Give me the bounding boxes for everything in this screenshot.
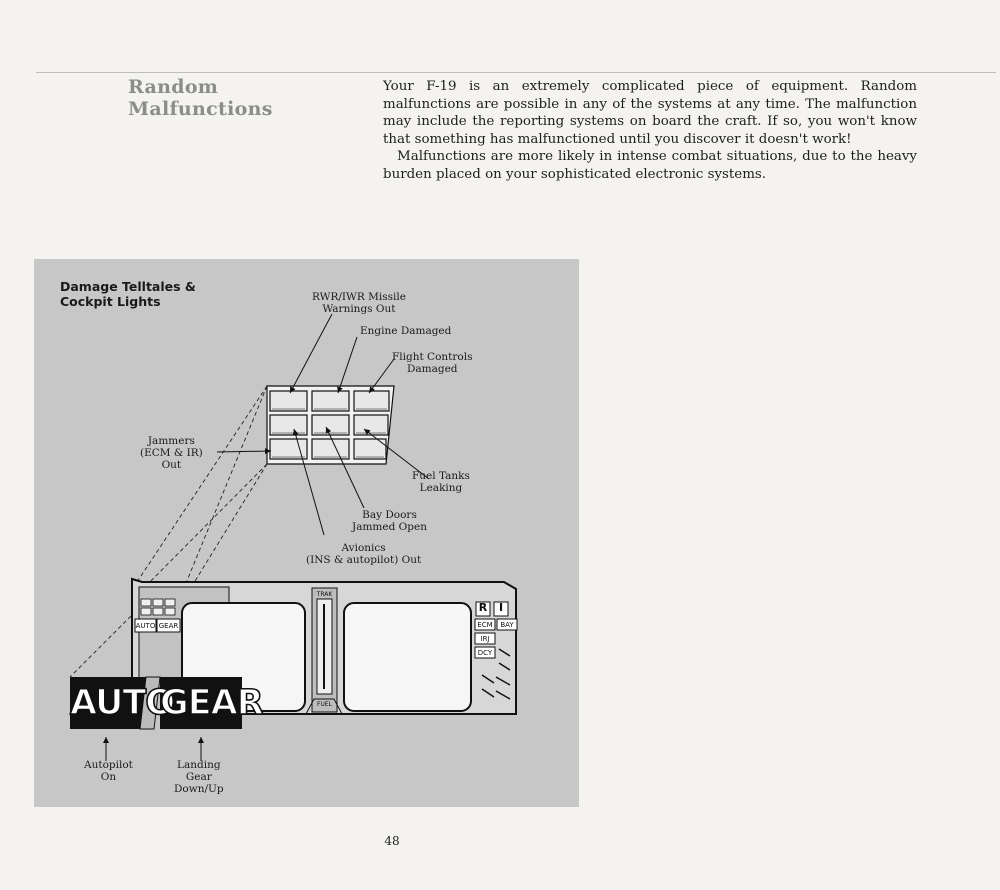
cockpit-gear-light: GEAR [158,622,179,630]
telltale-panel [266,385,395,465]
top-rule [36,72,996,73]
cockpit-i-light: I [498,601,504,614]
paragraph-2: Malfunctions are more likely in intense … [383,149,917,182]
cockpit-r-light: R [478,601,488,614]
paragraph-1: Your F-19 is an extremely complicated pi… [383,79,917,147]
callout-engine: Engine Damaged [360,325,452,337]
page-number: 48 [384,834,400,848]
cockpit-bay-light: BAY [500,621,514,629]
big-switches [70,676,242,730]
big-auto-switch: AUTO [69,682,176,724]
switch-arrows [103,737,204,761]
section-heading: Random Malfunctions [128,76,273,120]
callout-jammers: Jammers(ECM & IR)Out [140,435,203,471]
body-text: Your F-19 is an extremely complicated pi… [383,78,917,184]
figure-title: Damage Telltales & Cockpit Lights [60,279,196,309]
figure-illustration [69,313,518,761]
callout-avionics: Avionics(INS & autopilot) Out [306,542,422,566]
damage-figure: Damage Telltales & Cockpit Lights RWR/IW… [34,259,579,807]
cockpit-dcy-light: DCY [477,649,493,657]
cockpit-irj-light: IRJ [480,635,490,643]
cockpit-trak-label: TRAK [316,591,333,598]
big-gear-switch: GEAR [159,682,264,724]
cockpit-auto-light: AUTO [135,622,156,630]
callout-lines [216,313,430,536]
cockpit-ecm-light: ECM [477,621,493,629]
cockpit-fuel-label: FUEL [317,701,332,708]
